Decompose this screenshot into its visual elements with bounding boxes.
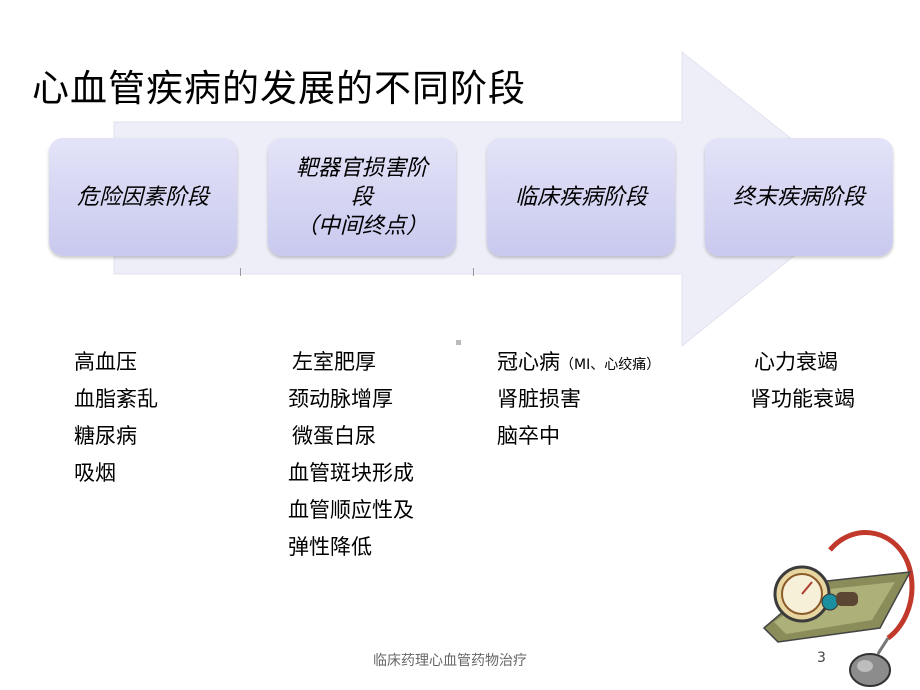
target-organ-damage-list: 左室肥厚 颈动脉增厚 微蛋白尿 血管斑块形成 血管顺应性及 弹性降低 <box>288 344 414 566</box>
stage-end-stage-disease: 终末疾病阶段 <box>705 138 893 256</box>
stage-label: 终末疾病阶段 <box>732 184 865 210</box>
list-item: 血脂紊乱 <box>74 387 158 411</box>
end-stage-disease-list: 心力衰竭 肾功能衰竭 <box>750 344 855 418</box>
list-item: 脑卒中 <box>497 424 560 448</box>
stage-clinical-disease: 临床疾病阶段 <box>487 138 675 256</box>
list-item: 肾脏损害 <box>497 387 581 411</box>
list-item: 吸烟 <box>74 461 116 485</box>
list-item: 左室肥厚 <box>292 350 376 374</box>
list-item: 血管斑块形成 <box>288 461 414 485</box>
list-item: 微蛋白尿 <box>292 424 376 448</box>
list-item: 肾功能衰竭 <box>750 387 855 411</box>
slide-title: 心血管疾病的发展的不同阶段 <box>32 67 526 110</box>
list-item: 血管顺应性及 <box>288 498 414 522</box>
stage-label: 临床疾病阶段 <box>514 184 647 210</box>
divider-tick <box>473 268 474 276</box>
footer-text: 临床药理心血管药物治疗 <box>373 653 527 669</box>
stage-label: （中间终点） <box>295 213 428 239</box>
list-item-note: （MI、心绞痛） <box>560 357 661 373</box>
list-item: 高血压 <box>74 350 137 374</box>
stage-label: 危险因素阶段 <box>76 184 209 210</box>
stage-risk-factors: 危险因素阶段 <box>49 138 237 256</box>
stage-label: 靶器官损害阶 <box>295 155 428 181</box>
list-item: 颈动脉增厚 <box>288 387 393 411</box>
page-number: 3 <box>817 650 826 666</box>
divider-tick <box>240 268 241 276</box>
blood-pressure-gauge-icon <box>762 530 915 687</box>
list-item: 心力衰竭 <box>754 350 838 374</box>
list-item: 糖尿病 <box>74 424 137 448</box>
stage-label: 段 <box>350 184 373 210</box>
list-item: 弹性降低 <box>288 535 372 559</box>
list-item: 冠心病（MI、心绞痛） <box>497 344 660 381</box>
risk-factor-list: 高血压 血脂紊乱 糖尿病 吸烟 <box>74 344 158 492</box>
clinical-disease-list: 冠心病（MI、心绞痛） 肾脏损害 脑卒中 <box>497 344 660 455</box>
list-item-text: 冠心病 <box>497 350 560 374</box>
decorative-dot <box>456 340 461 345</box>
stage-target-organ-damage: 靶器官损害阶 段 （中间终点） <box>268 138 456 256</box>
